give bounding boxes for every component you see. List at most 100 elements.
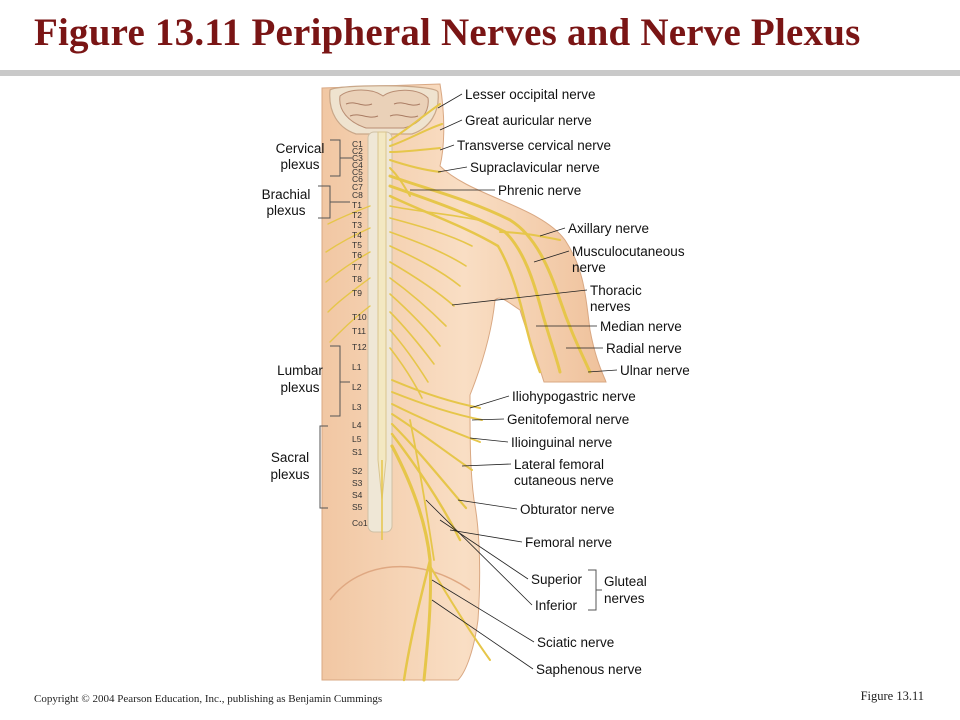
leader-line xyxy=(451,289,588,306)
copyright-notice: Copyright © 2004 Pearson Education, Inc.… xyxy=(34,693,383,705)
leader-line xyxy=(469,395,510,409)
nerve-label-text: Inferior xyxy=(535,598,578,613)
nerve-label-8: Median nerve xyxy=(536,319,682,334)
nerve-label-text: Transverse cervical nerve xyxy=(457,138,611,153)
svg-text:Gluteal: Gluteal xyxy=(604,574,647,589)
figure-reference: Figure 13.11 xyxy=(860,689,924,703)
lumbar-plexus-label: Lumbar plexus xyxy=(277,345,350,417)
nerve-label-text: Iliohypogastric nerve xyxy=(512,389,636,404)
leader-line xyxy=(425,499,533,606)
leader-line xyxy=(437,93,463,109)
spinal-segment-co1: Co1 xyxy=(352,518,368,528)
spinal-segment-t8: T8 xyxy=(352,274,362,284)
sacral-plexus-label: Sacral plexus xyxy=(270,425,328,509)
nerve-label-text: nerve xyxy=(572,260,606,275)
nerve-label-3: Supraclavicular nerve xyxy=(437,160,600,175)
nerve-label-text: cutaneous nerve xyxy=(514,473,614,488)
nerve-label-4: Phrenic nerve xyxy=(410,183,581,198)
spinal-segment-l2: L2 xyxy=(352,382,362,392)
svg-text:Cervical: Cervical xyxy=(276,141,325,156)
nerve-label-text: Thoracic xyxy=(590,283,642,298)
spinal-segment-l3: L3 xyxy=(352,402,362,412)
leader-line xyxy=(533,250,570,263)
svg-text:plexus: plexus xyxy=(280,157,319,172)
nerve-label-text: Lesser occipital nerve xyxy=(465,87,596,102)
leader-line xyxy=(469,437,509,443)
nerve-label-1: Great auricular nerve xyxy=(439,113,592,131)
spinal-column xyxy=(367,131,393,540)
spinal-segment-labels: C1C2C3C4C5C6C7C8T1T2T3T4T5T6T7T8T9T10T11… xyxy=(352,139,368,528)
spinal-segment-t10: T10 xyxy=(352,312,367,322)
spinal-segment-t12: T12 xyxy=(352,342,367,352)
leader-line xyxy=(539,227,566,237)
svg-text:Brachial: Brachial xyxy=(262,187,311,202)
nerve-label-text: Superior xyxy=(531,572,583,587)
leader-line xyxy=(461,463,512,467)
brachial-plexus-label: Brachial plexus xyxy=(262,185,350,219)
leader-line xyxy=(431,599,534,670)
nerve-label-text: Axillary nerve xyxy=(568,221,649,236)
nerve-network xyxy=(325,103,592,682)
leader-line xyxy=(439,519,529,580)
spinal-segment-l4: L4 xyxy=(352,420,362,430)
nerve-label-19: Sciatic nerve xyxy=(431,579,614,650)
nerve-label-text: nerves xyxy=(590,299,631,314)
nerve-label-15: Obturator nerve xyxy=(457,499,615,517)
spinal-segment-t1: T1 xyxy=(352,200,362,210)
spinal-segment-s3: S3 xyxy=(352,478,363,488)
nerve-label-text: Musculocutaneous xyxy=(572,244,685,259)
nerve-label-text: Saphenous nerve xyxy=(536,662,642,677)
slide-title: Figure 13.11 Peripheral Nerves and Nerve… xyxy=(34,11,861,54)
spinal-segment-c6: C6 xyxy=(352,174,363,184)
leader-line xyxy=(587,369,618,373)
nerve-label-2: Transverse cervical nerve xyxy=(439,138,611,153)
nerve-label-text: Genitofemoral nerve xyxy=(507,412,629,427)
svg-text:plexus: plexus xyxy=(266,203,305,218)
spinal-segment-s4: S4 xyxy=(352,490,363,500)
nerve-label-17: Superior xyxy=(439,519,583,587)
leader-line xyxy=(471,418,505,421)
spinal-segment-t2: T2 xyxy=(352,210,362,220)
nerve-label-text: Median nerve xyxy=(600,319,682,334)
gluteal-nerves-label: Gluteal nerves xyxy=(588,569,647,611)
nerve-label-text: Great auricular nerve xyxy=(465,113,592,128)
leader-line xyxy=(457,499,518,510)
spinal-segment-t4: T4 xyxy=(352,230,362,240)
nerve-label-text: Lateral femoral xyxy=(514,457,604,472)
nerve-label-text: Femoral nerve xyxy=(525,535,612,550)
spinal-segment-c5: C5 xyxy=(352,167,363,177)
nerve-label-13: Ilioinguinal nerve xyxy=(469,435,612,450)
nerve-label-9: Radial nerve xyxy=(566,341,682,356)
spinal-segment-c2: C2 xyxy=(352,146,363,156)
nerve-label-text: Obturator nerve xyxy=(520,502,615,517)
spinal-segment-t3: T3 xyxy=(352,220,362,230)
leader-line xyxy=(439,144,455,151)
spinal-segment-c3: C3 xyxy=(352,153,363,163)
spinal-segment-t9: T9 xyxy=(352,288,362,298)
brain-region xyxy=(329,85,439,135)
spinal-segment-s1: S1 xyxy=(352,447,363,457)
spinal-segment-c8: C8 xyxy=(352,190,363,200)
spinal-segment-t5: T5 xyxy=(352,240,362,250)
spinal-segment-t11: T11 xyxy=(352,326,366,336)
nerve-label-text: Sciatic nerve xyxy=(537,635,614,650)
nerve-label-text: Ulnar nerve xyxy=(620,363,690,378)
spinal-segment-l5: L5 xyxy=(352,434,362,444)
nerve-label-10: Ulnar nerve xyxy=(587,363,690,378)
leader-line xyxy=(439,119,463,131)
nerve-label-0: Lesser occipital nerve xyxy=(437,87,596,109)
spinal-segment-l1: L1 xyxy=(352,362,362,372)
title-divider xyxy=(0,70,960,76)
svg-text:Lumbar: Lumbar xyxy=(277,363,323,378)
svg-text:nerves: nerves xyxy=(604,591,645,606)
spinal-segment-t6: T6 xyxy=(352,250,362,260)
spinal-segment-s5: S5 xyxy=(352,502,363,512)
nerve-label-18: Inferior xyxy=(425,499,578,613)
leader-line xyxy=(437,166,468,173)
leader-line xyxy=(431,579,535,643)
